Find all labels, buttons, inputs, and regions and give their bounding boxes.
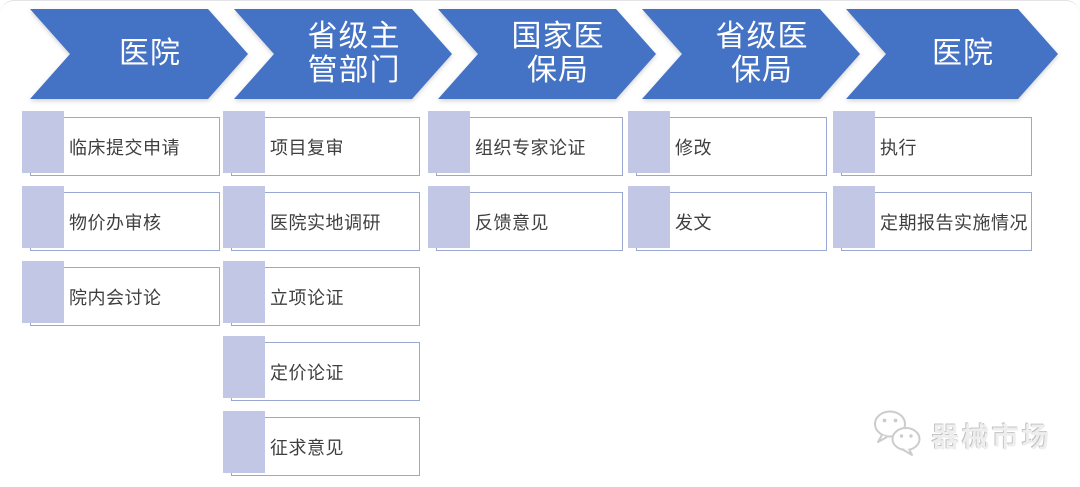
step-accent-square bbox=[223, 186, 265, 248]
process-column-5: 执行定期报告实施情况 bbox=[833, 1, 1032, 487]
step-accent-square bbox=[833, 186, 875, 248]
step-label: 定期报告实施情况 bbox=[880, 212, 1028, 233]
step-label: 征求意见 bbox=[270, 437, 344, 458]
step-accent-square bbox=[22, 111, 64, 173]
wechat-icon bbox=[871, 408, 925, 463]
step-item: 项目复审 bbox=[223, 111, 420, 176]
stage-label: 省级主管部门 bbox=[307, 20, 401, 87]
step-accent-square bbox=[22, 186, 64, 248]
step-label: 定价论证 bbox=[270, 362, 344, 383]
step-accent-square bbox=[223, 261, 265, 323]
step-item: 院内会讨论 bbox=[22, 261, 220, 326]
step-label: 项目复审 bbox=[270, 137, 344, 158]
step-label: 物价办审核 bbox=[69, 212, 162, 233]
stage-chevron-row: 医院 省级主管部门 国家医保局 省级医保局 医院 bbox=[0, 9, 1080, 99]
stage-label: 医院 bbox=[119, 37, 181, 71]
step-accent-square bbox=[833, 111, 875, 173]
process-column-4: 修改发文 bbox=[628, 1, 827, 487]
step-accent-square bbox=[223, 411, 265, 473]
step-accent-square bbox=[223, 111, 265, 173]
watermark: 器械市场 bbox=[871, 408, 1052, 463]
step-label: 临床提交申请 bbox=[69, 137, 180, 158]
step-label: 组织专家论证 bbox=[475, 137, 586, 158]
step-item: 定期报告实施情况 bbox=[833, 186, 1032, 251]
step-item: 立项论证 bbox=[223, 261, 420, 326]
step-accent-square bbox=[428, 111, 470, 173]
step-item: 发文 bbox=[628, 186, 827, 251]
stage-label: 医院 bbox=[932, 37, 994, 71]
step-label: 修改 bbox=[675, 137, 712, 158]
step-item: 定价论证 bbox=[223, 336, 420, 401]
step-accent-square bbox=[223, 336, 265, 398]
step-accent-square bbox=[628, 111, 670, 173]
process-column-1: 临床提交申请物价办审核院内会讨论 bbox=[22, 1, 220, 487]
step-item: 征求意见 bbox=[223, 411, 420, 476]
step-item: 执行 bbox=[833, 111, 1032, 176]
step-item: 临床提交申请 bbox=[22, 111, 220, 176]
process-column-3: 组织专家论证反馈意见 bbox=[428, 1, 623, 487]
step-item: 物价办审核 bbox=[22, 186, 220, 251]
step-item: 组织专家论证 bbox=[428, 111, 623, 176]
step-label: 执行 bbox=[880, 137, 917, 158]
step-item: 医院实地调研 bbox=[223, 186, 420, 251]
step-accent-square bbox=[22, 261, 64, 323]
step-item: 反馈意见 bbox=[428, 186, 623, 251]
step-label: 医院实地调研 bbox=[270, 212, 381, 233]
step-label: 立项论证 bbox=[270, 287, 344, 308]
step-label: 反馈意见 bbox=[475, 212, 549, 233]
stage-label: 国家医保局 bbox=[511, 20, 605, 87]
stage-label: 省级医保局 bbox=[715, 20, 809, 87]
watermark-text: 器械市场 bbox=[932, 423, 1052, 453]
step-label: 院内会讨论 bbox=[69, 287, 162, 308]
step-accent-square bbox=[428, 186, 470, 248]
process-column-2: 项目复审医院实地调研立项论证定价论证征求意见 bbox=[223, 1, 420, 487]
step-label: 发文 bbox=[675, 212, 712, 233]
step-accent-square bbox=[628, 186, 670, 248]
step-item: 修改 bbox=[628, 111, 827, 176]
